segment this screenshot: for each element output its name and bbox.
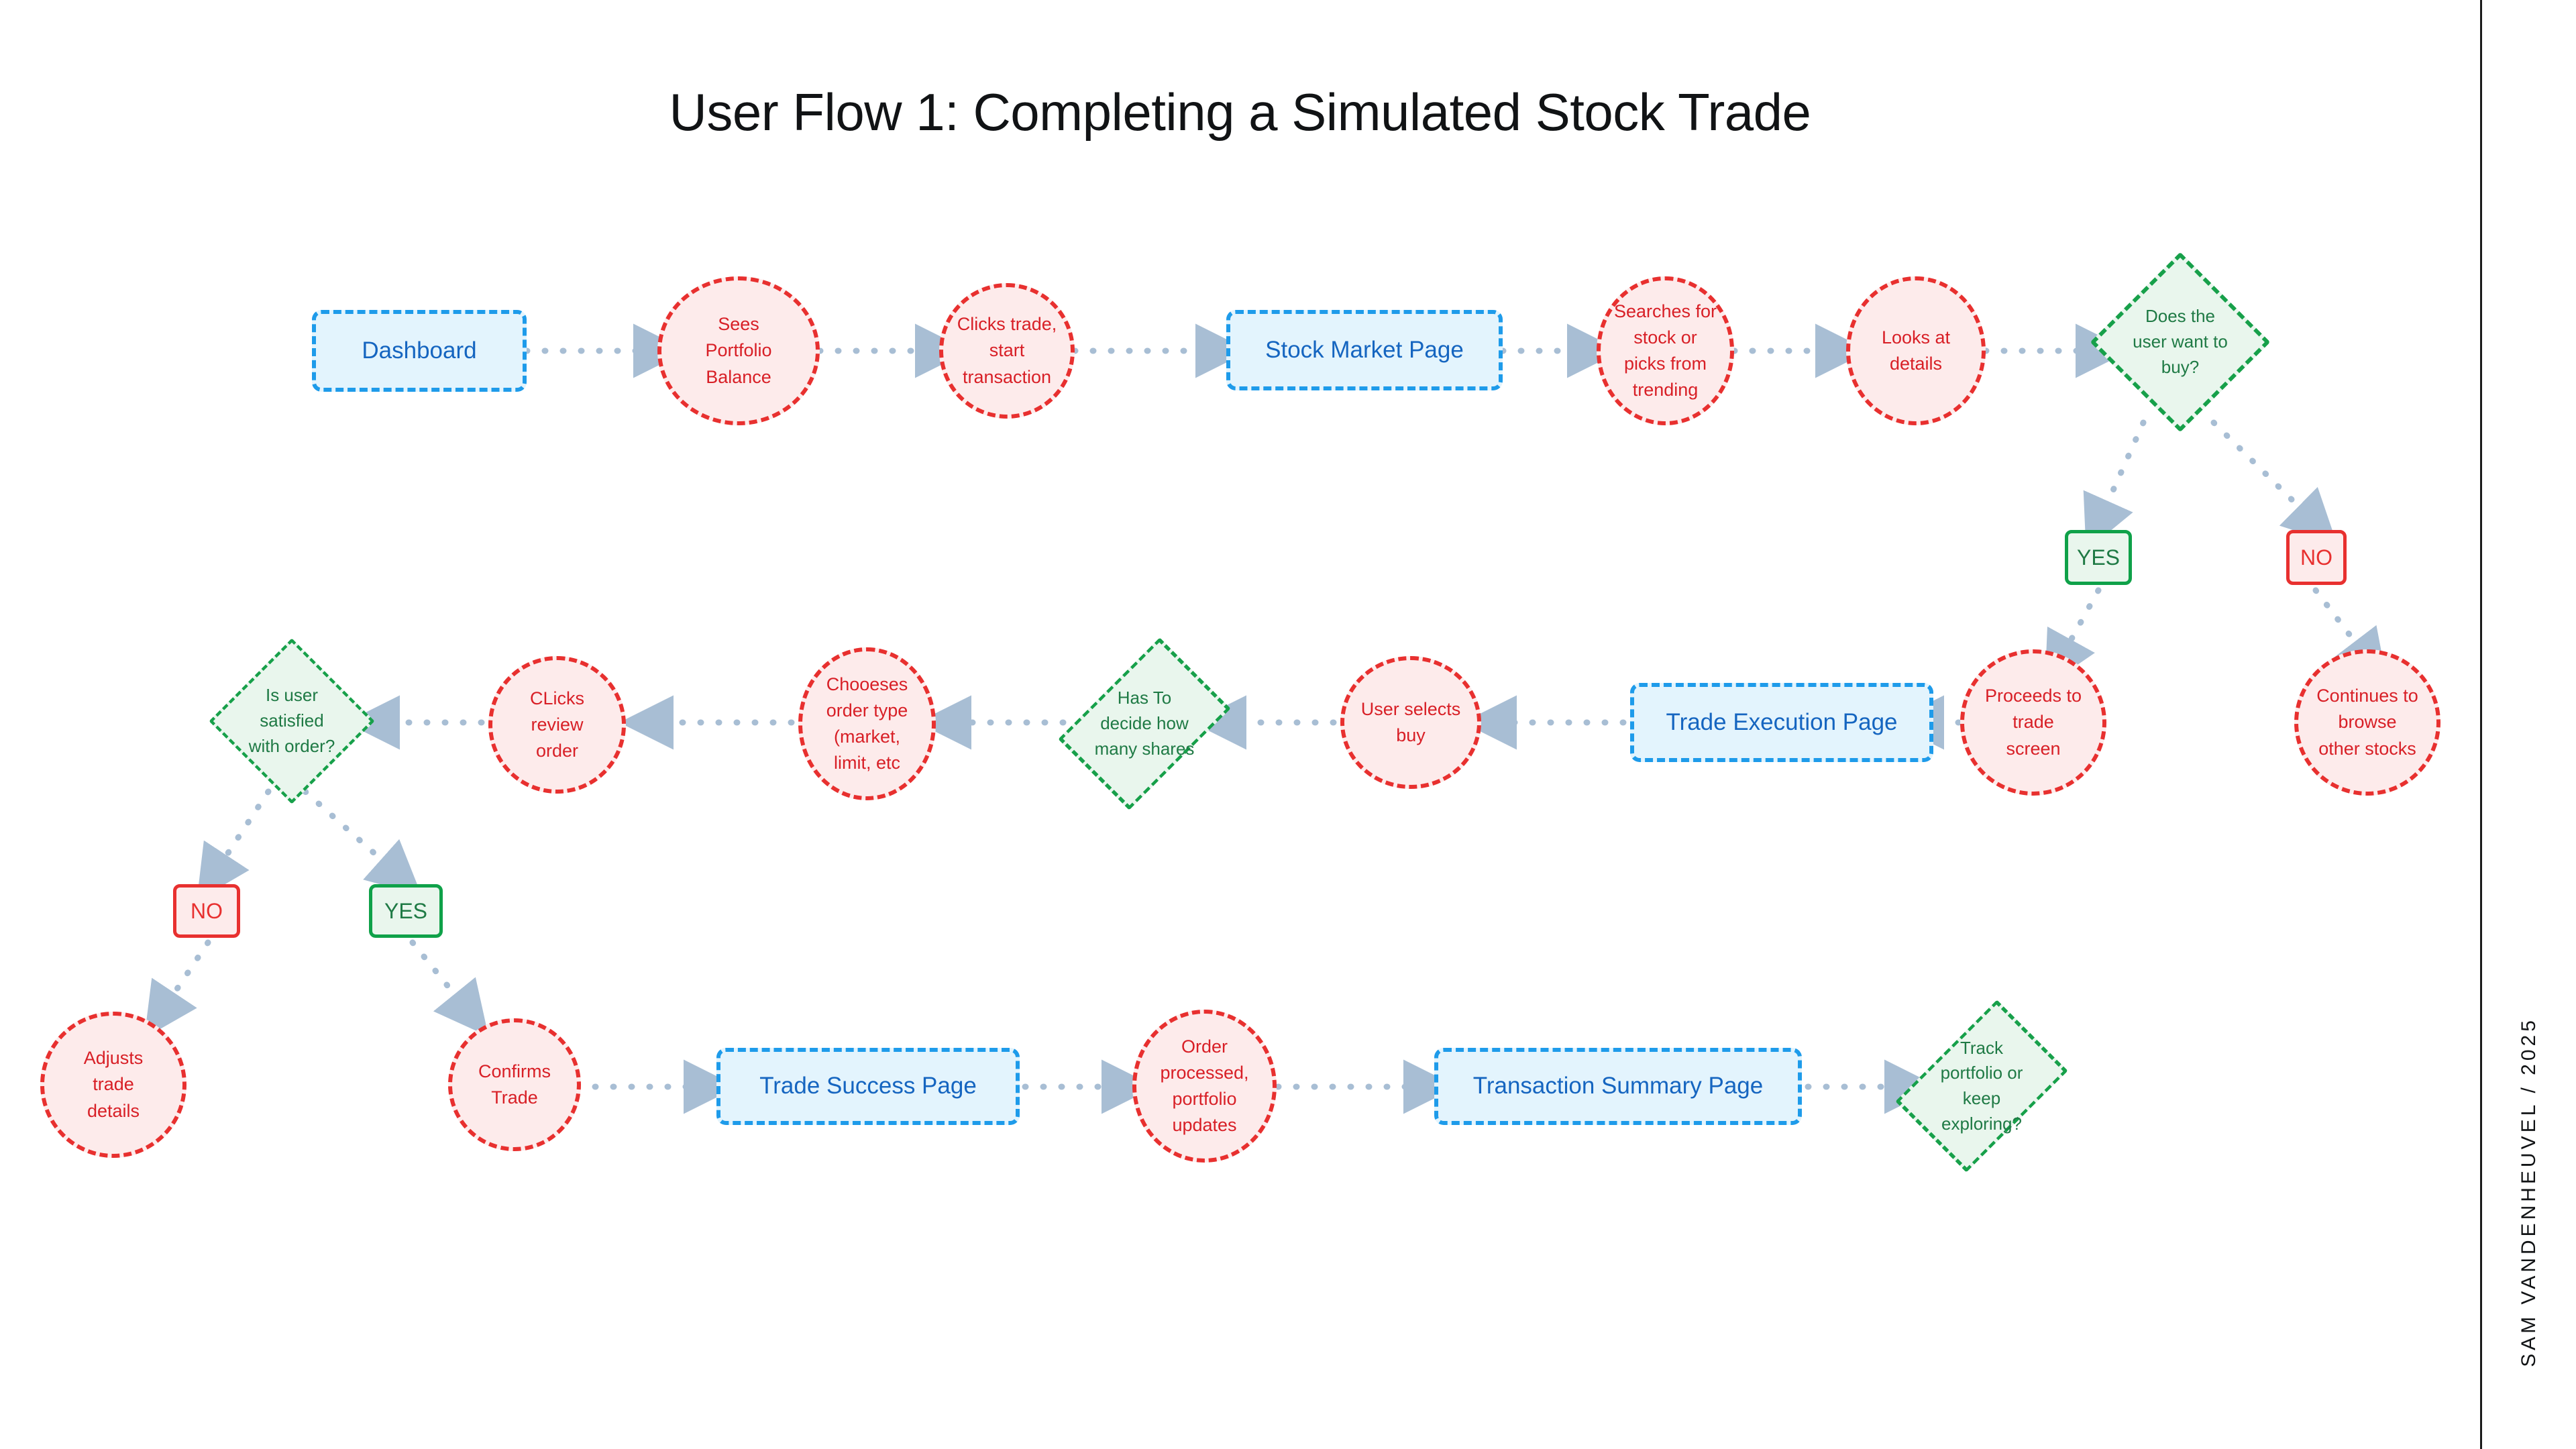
node-trade-success-page[interactable]: Trade Success Page (716, 1048, 1020, 1125)
node-dashboard[interactable]: Dashboard (312, 310, 527, 392)
node-sees-portfolio-balance[interactable]: Sees Portfolio Balance (657, 276, 820, 425)
node-trade-execution-page[interactable]: Trade Execution Page (1630, 683, 1933, 762)
node-transaction-summary-page[interactable]: Transaction Summary Page (1434, 1048, 1802, 1125)
node-track-or-explore[interactable]: Track portfolio or keep exploring? (1895, 1000, 2068, 1173)
edge-yes-to-proceeds (2045, 587, 2102, 688)
node-order-processed[interactable]: Order processed, portfolio updates (1132, 1010, 1277, 1163)
edge-wantsbuy-to-yes (2083, 419, 2147, 551)
label-satisfied-no[interactable]: NO (173, 884, 240, 938)
node-stock-market-page[interactable]: Stock Market Page (1226, 310, 1503, 390)
edge-yes-to-confirms (409, 939, 489, 1036)
node-proceeds-to-trade-screen[interactable]: Proceeds to trade screen (1960, 649, 2106, 796)
node-confirms-trade[interactable]: Confirms Trade (448, 1018, 581, 1151)
node-clicks-trade[interactable]: Clicks trade, start transaction (939, 283, 1075, 419)
edge-satisfied-to-yes (302, 788, 422, 896)
node-user-selects-buy[interactable]: User selects buy (1340, 656, 1481, 789)
node-clicks-review-order[interactable]: CLicks review order (488, 656, 626, 794)
node-decide-how-many-shares[interactable]: Has To decide how many shares (1058, 637, 1231, 810)
page-title: User Flow 1: Completing a Simulated Stoc… (669, 83, 1811, 142)
node-looks-at-details[interactable]: Looks at details (1846, 276, 1986, 425)
node-continues-browsing[interactable]: Continues to browse other stocks (2294, 649, 2440, 796)
node-does-user-want-to-buy[interactable]: Does the user want to buy? (2090, 252, 2271, 433)
label-buy-yes[interactable]: YES (2065, 530, 2132, 585)
edge-wantsbuy-to-no (2210, 419, 2338, 545)
edge-no-to-adjusts (144, 939, 211, 1038)
author-credit: SAM VANDENHEUVEL / 2025 (2518, 1017, 2540, 1367)
node-chooses-order-type[interactable]: Chooeses order type (market, limit, etc (798, 647, 936, 800)
page-divider-line (2480, 0, 2482, 1449)
node-adjusts-trade-details[interactable]: Adjusts trade details (40, 1012, 186, 1158)
edge-satisfied-to-no (197, 788, 272, 901)
node-searches-stock[interactable]: Searches for stock or picks from trendin… (1597, 276, 1734, 425)
label-buy-no[interactable]: NO (2286, 530, 2347, 585)
label-satisfied-yes[interactable]: YES (369, 884, 443, 938)
node-is-user-satisfied[interactable]: Is user satisfied with order? (209, 638, 375, 804)
